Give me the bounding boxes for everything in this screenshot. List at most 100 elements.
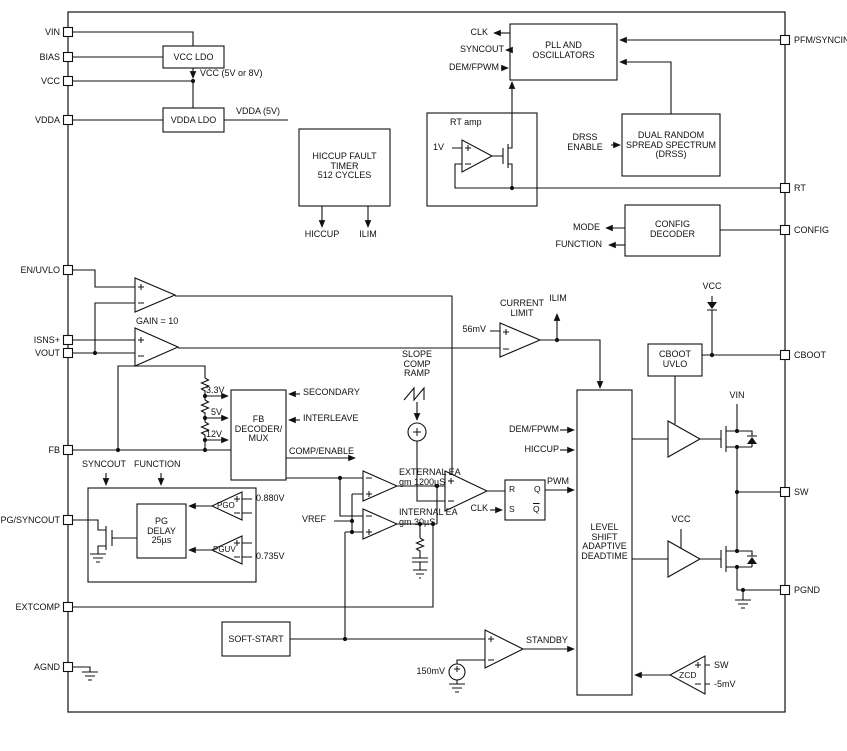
standby-label: STANDBY — [526, 635, 568, 645]
pin-pfm-syncin — [779, 34, 791, 46]
dem-fpwm2-label: DEM/FPWM — [509, 424, 559, 434]
vcc-ldo-label: VCC LDO — [173, 52, 214, 62]
pll-box — [509, 23, 618, 81]
diodes — [707, 302, 757, 564]
mode-label: MODE — [573, 222, 600, 232]
ilim-top-label: ILIM — [549, 293, 567, 303]
fb-mux-box — [230, 389, 287, 481]
wires — [72, 31, 780, 693]
drss-label: DUAL RANDOM SPREAD SPECTRUM (DRSS) — [625, 130, 716, 159]
sr-latch-box — [504, 479, 546, 521]
soft-start-box — [221, 621, 291, 657]
pin-label-pgnd: PGND — [794, 585, 821, 595]
vdda-ldo-box — [162, 107, 225, 133]
pin-label-vout: VOUT — [34, 348, 60, 358]
standby-comparator — [484, 629, 525, 669]
pin-bias — [62, 51, 74, 63]
soft-start-label: SOFT-START — [228, 634, 284, 644]
pin-label-pfm-syncin: PFM/SYNCIN — [794, 35, 847, 45]
drss-box — [621, 113, 721, 177]
gain10-label: GAIN = 10 — [136, 316, 179, 326]
pin-config — [779, 224, 791, 236]
pin-label-config: CONFIG — [794, 225, 829, 235]
hs-body-diode-icon — [747, 437, 757, 444]
external-ea-label: EXTERNAL EA gm 1200µS — [399, 467, 461, 487]
external-ea-amp — [362, 470, 399, 502]
pguv-label: PGUV — [213, 545, 236, 554]
cboot-diode-icon — [707, 302, 717, 309]
comp-enable-label: COMP/ENABLE — [289, 446, 355, 456]
pin-vcc — [62, 75, 74, 87]
tap-12v-label: 12V — [206, 429, 223, 439]
pin-cboot — [779, 349, 791, 361]
latch-q-label: Q — [534, 484, 541, 494]
pins — [62, 26, 791, 673]
vcc-cboot-label: VCC — [702, 281, 722, 291]
lowside-driver — [667, 540, 702, 578]
hiccup-timer-box — [298, 128, 391, 207]
pin-label-vin: VIN — [44, 27, 60, 37]
config-decoder-box — [624, 204, 721, 257]
chip-boundary — [67, 11, 786, 713]
latch-s-label: S — [509, 504, 515, 514]
junction-dots — [92, 78, 746, 642]
56mv-label: 56mV — [462, 324, 486, 334]
pin-label-rt: RT — [794, 183, 806, 193]
function-label: FUNCTION — [555, 239, 603, 249]
config-decoder-label: CONFIG DECODER — [649, 219, 695, 239]
latch-r-label: R — [509, 484, 516, 494]
pg-delay-box — [136, 503, 187, 559]
ls-body-diode-icon — [747, 557, 757, 564]
pin-label-bias: BIAS — [39, 52, 60, 62]
vdda-ldo-label: VDDA LDO — [170, 115, 217, 125]
pin-label-extcomp: EXTCOMP — [15, 602, 60, 612]
current-limit-label: CURRENT LIMIT — [500, 298, 544, 318]
gain10-amplifier — [134, 327, 180, 367]
neg5mv-label: -5mV — [714, 679, 736, 689]
en-uvlo-comparator — [134, 277, 177, 313]
internal-ea-amp — [362, 508, 399, 540]
pin-label-pg-syncout: PG/SYNCOUT — [0, 515, 60, 525]
interleave-label: INTERLEAVE — [303, 413, 359, 423]
pgo-label: PGO — [217, 501, 235, 510]
pin-label-sw: SW — [794, 487, 809, 497]
pin-vout — [62, 347, 74, 359]
polarity-signs — [138, 145, 701, 685]
pin-rt — [779, 182, 791, 194]
function2-label: FUNCTION — [134, 459, 181, 469]
vin-fet-label: VIN — [729, 390, 745, 400]
drss-enable-label: DRSS ENABLE — [567, 132, 603, 152]
0735v-label: 0.735V — [256, 551, 285, 561]
0880v-label: 0.880V — [256, 493, 285, 503]
rt-amp-label: RT amp — [450, 117, 482, 127]
tap-3v3-label: 3.3V — [206, 385, 225, 395]
pin-label-en-uvlo: EN/UVLO — [20, 265, 60, 275]
cboot-uvlo-label: CBOOT UVLO — [658, 349, 691, 369]
zcd-sw-label: SW — [714, 660, 729, 670]
pg-delay-label: PG DELAY 25µs — [147, 516, 176, 545]
syncout-label: SYNCOUT — [459, 44, 504, 54]
slope-ramp-label: SLOPE COMP RAMP — [401, 349, 432, 378]
level-shift-box — [576, 389, 633, 696]
internal-ea-label: INTERNAL EA gm 30µS — [399, 507, 458, 527]
arrow-wires — [102, 29, 780, 679]
highside-driver — [667, 420, 702, 458]
latch-qbar-label: Q — [533, 504, 540, 514]
pin-extcomp — [62, 601, 74, 613]
vdda-rail-label: VDDA (5V) — [236, 106, 281, 116]
pin-fb — [62, 444, 74, 456]
clk-label: CLK — [470, 27, 488, 37]
pin-isns — [62, 334, 74, 346]
fb-mux-label: FB DECODER/ MUX — [234, 414, 283, 443]
pin-agnd — [62, 661, 74, 673]
syncout2-label: SYNCOUT — [82, 459, 127, 469]
pin-en-uvlo — [62, 264, 74, 276]
pll-label: PLL AND OSCILLATORS — [532, 40, 595, 60]
hiccup-timer-label: HICCUP FAULT TIMER 512 CYCLES — [312, 151, 377, 180]
pin-vdda — [62, 114, 74, 126]
dem-fpwm-label: DEM/FPWM — [449, 62, 499, 72]
current-limit-comparator — [499, 322, 542, 358]
tap-5v-label: 5V — [211, 407, 223, 417]
